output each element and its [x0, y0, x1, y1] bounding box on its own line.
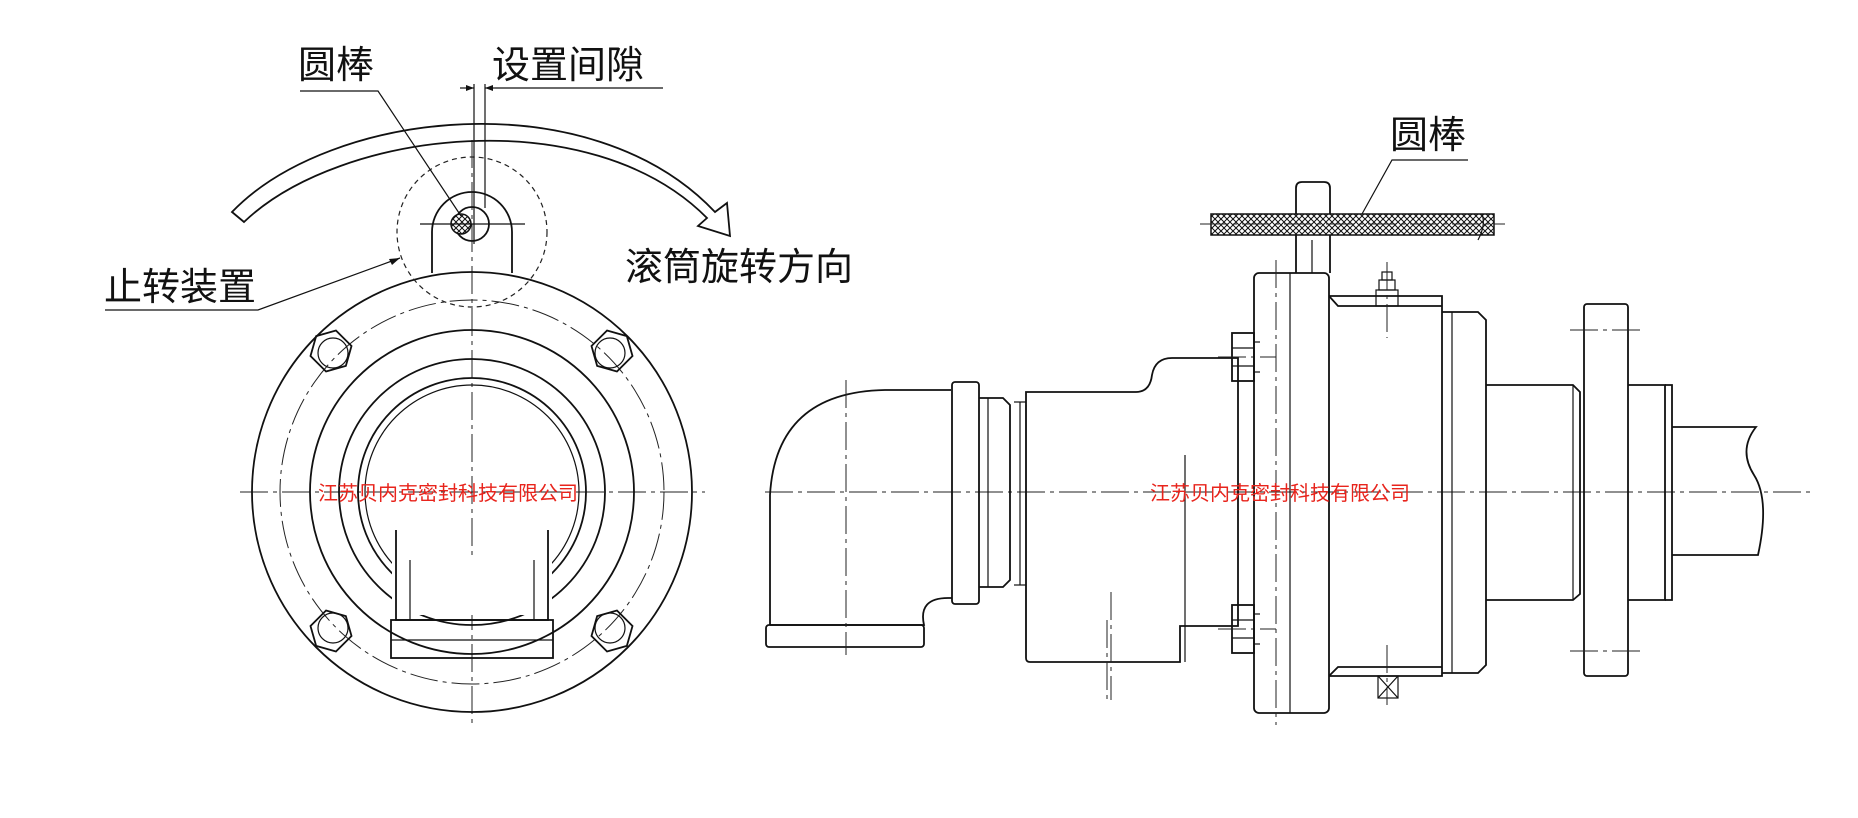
- label-anti-rotation: 止转装置: [104, 265, 256, 309]
- bolt-bottom-right: [590, 609, 634, 653]
- flange-plate: [1253, 272, 1330, 714]
- rotation-arrow: [230, 123, 732, 238]
- coupling-nut: [979, 397, 1011, 588]
- elbow-outlet-front: [390, 530, 554, 659]
- bolt-top-right: [590, 329, 634, 373]
- housing-body: [1025, 357, 1239, 700]
- label-round-bar-left: 圆棒: [298, 43, 374, 87]
- label-round-bar-right: 圆棒: [1390, 113, 1466, 157]
- side-view: [765, 159, 1810, 725]
- bolt-top-left: [309, 329, 353, 373]
- side-bolt-top: [1218, 332, 1276, 382]
- shaft-collar: [1628, 384, 1666, 601]
- inner-ring-1: [309, 329, 635, 655]
- watermark-left: 江苏贝内克密封科技有限公司: [318, 481, 578, 505]
- drain-plug: [1377, 645, 1399, 705]
- label-clearance: 设置间隙: [492, 43, 644, 87]
- label-drum-rotation: 滚筒旋转方向: [625, 245, 853, 289]
- elbow-fitting: [765, 380, 952, 655]
- rotating-shaft: [1672, 426, 1765, 556]
- coupling-ring: [951, 381, 980, 605]
- inner-ring-2: [338, 358, 606, 626]
- anti-rotation-lug: [420, 191, 525, 273]
- round-bar-leader-right: [1361, 159, 1468, 215]
- detail-circle: [396, 156, 548, 308]
- shaft-sleeve: [1486, 384, 1581, 601]
- watermark-right: 江苏贝内克密封科技有限公司: [1150, 481, 1410, 505]
- anti-rotation-leader: [105, 257, 401, 311]
- front-view: [105, 84, 732, 725]
- clearance-dimension: [460, 84, 663, 244]
- round-bar-leader-left: [300, 90, 462, 217]
- bolt-bottom-left: [309, 609, 353, 653]
- bolt-circle: [279, 299, 665, 685]
- grease-nipple: [1375, 262, 1399, 338]
- bearing-cap: [1442, 311, 1487, 674]
- rear-flange: [1583, 303, 1629, 677]
- outer-flange-circle: [251, 271, 693, 713]
- anti-rotation-plate: [1200, 181, 1505, 273]
- side-bolt-bottom: [1218, 604, 1276, 654]
